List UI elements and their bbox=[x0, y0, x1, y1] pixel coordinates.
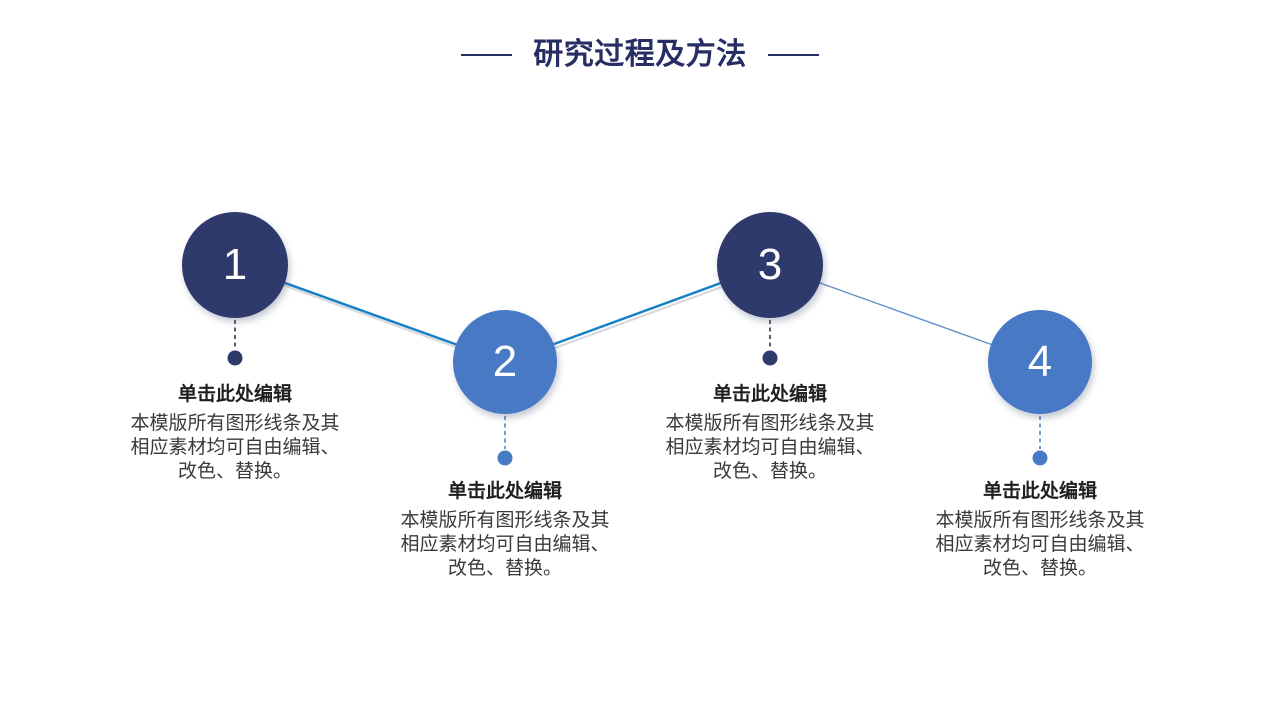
step-body-line: 改色、替换。 bbox=[447, 558, 562, 579]
step-body-3: 本模版所有图形线条及其 相应素材均可自由编辑、 改色、替换。 bbox=[655, 412, 885, 484]
page-title: 研究过程及方法 bbox=[533, 38, 747, 71]
title-dash-right bbox=[767, 54, 819, 56]
step-circle-1: 1 bbox=[182, 212, 288, 318]
step-circle-3: 3 bbox=[717, 212, 823, 318]
step-body-line: 本模版所有图形线条及其 bbox=[935, 510, 1145, 531]
step-text-block-3: 单击此处编辑 本模版所有图形线条及其 相应素材均可自由编辑、 改色、替换。 bbox=[655, 383, 885, 484]
step-body-line: 本模版所有图形线条及其 bbox=[400, 510, 610, 531]
dropper-dot-3 bbox=[762, 350, 778, 366]
step-circle-2: 2 bbox=[453, 310, 557, 414]
step-body-line: 改色、替换。 bbox=[712, 461, 827, 482]
step-body-1: 本模版所有图形线条及其 相应素材均可自由编辑、 改色、替换。 bbox=[120, 412, 350, 484]
step-number-3: 3 bbox=[757, 240, 783, 289]
step-circle-4: 4 bbox=[988, 310, 1092, 414]
title-dash-left bbox=[461, 54, 513, 56]
step-heading-4: 单击此处编辑 bbox=[982, 481, 1097, 502]
step-number-1: 1 bbox=[222, 240, 248, 289]
step-text-block-4: 单击此处编辑 本模版所有图形线条及其 相应素材均可自由编辑、 改色、替换。 bbox=[925, 480, 1155, 581]
step-text-block-1: 单击此处编辑 本模版所有图形线条及其 相应素材均可自由编辑、 改色、替换。 bbox=[120, 383, 350, 484]
dropper-dot-4 bbox=[1032, 450, 1048, 466]
step-body-line: 相应素材均可自由编辑、 bbox=[935, 534, 1145, 555]
step-heading-1: 单击此处编辑 bbox=[177, 384, 292, 405]
step-body-line: 本模版所有图形线条及其 bbox=[130, 413, 340, 434]
step-body-line: 改色、替换。 bbox=[982, 558, 1097, 579]
slide-title-row: 研究过程及方法 bbox=[0, 38, 1280, 72]
step-body-line: 相应素材均可自由编辑、 bbox=[130, 437, 340, 458]
step-body-line: 相应素材均可自由编辑、 bbox=[665, 437, 875, 458]
step-body-4: 本模版所有图形线条及其 相应素材均可自由编辑、 改色、替换。 bbox=[925, 509, 1155, 581]
step-body-line: 改色、替换。 bbox=[177, 461, 292, 482]
dropper-dot-2 bbox=[497, 450, 513, 466]
step-body-line: 本模版所有图形线条及其 bbox=[665, 413, 875, 434]
step-text-block-2: 单击此处编辑 本模版所有图形线条及其 相应素材均可自由编辑、 改色、替换。 bbox=[390, 480, 620, 581]
step-heading-3: 单击此处编辑 bbox=[712, 384, 827, 405]
step-body-2: 本模版所有图形线条及其 相应素材均可自由编辑、 改色、替换。 bbox=[390, 509, 620, 581]
step-body-line: 相应素材均可自由编辑、 bbox=[400, 534, 610, 555]
step-number-4: 4 bbox=[1027, 337, 1053, 386]
step-heading-2: 单击此处编辑 bbox=[447, 481, 562, 502]
dropper-dot-1 bbox=[227, 350, 243, 366]
step-number-2: 2 bbox=[492, 337, 518, 386]
